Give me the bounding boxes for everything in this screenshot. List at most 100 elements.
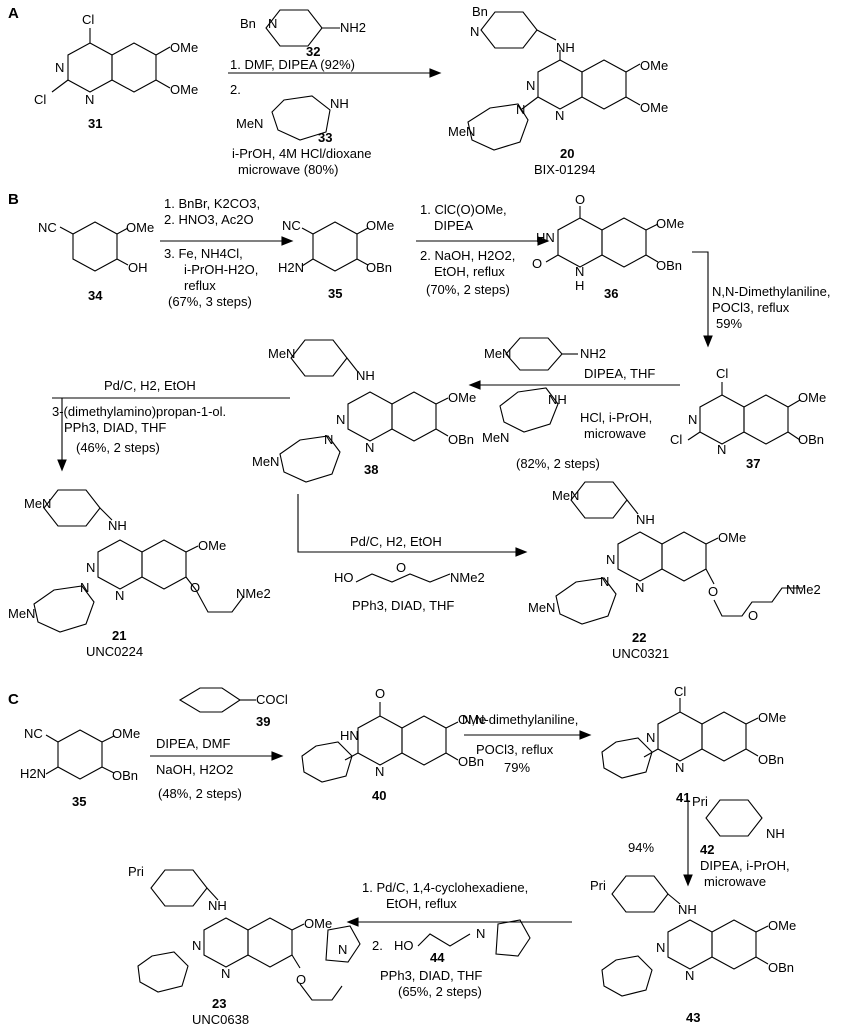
atom-n: N [85,92,95,107]
compound-number: 44 [430,950,445,965]
condition-a-step2b: i-PrOH, 4M HCl/dioxane [232,146,372,161]
condition-c2-2: POCl3, reflux [476,742,554,757]
atom-nh: NH [108,518,127,533]
atom-cl: Cl [34,92,47,107]
condition-b2-1: 1. ClC(O)OMe, [420,202,507,217]
atom-ome: OMe [656,216,685,231]
atom-ome: OMe [448,390,477,405]
condition-c1-2: NaOH, H2O2 [156,762,234,777]
atom-n: N [600,574,610,589]
atom-men: MeN [252,454,280,469]
atom-pri: Pri [590,878,606,893]
atom-o: O [375,686,386,701]
compound-name: BIX-01294 [534,162,596,177]
section-label-c: C [8,691,19,708]
compound-21-structure [33,489,245,633]
compound-36-structure [545,206,659,268]
compound-41-structure [601,698,759,779]
atom-obn: OBn [758,752,785,767]
condition-b6-1: Pd/C, H2, EtOH [350,534,442,549]
atom-n: N [192,938,202,953]
compound-number: 35 [72,794,87,809]
condition-b4-4: (82%, 2 steps) [516,456,600,471]
compound-number: 35 [328,286,343,301]
atom-nme2: NMe2 [786,582,821,597]
compound-number: 41 [676,790,691,805]
condition-c3-1: 94% [628,840,655,855]
atom-n: N [656,940,666,955]
atom-men: MeN [448,124,476,139]
atom-nh2: NH2 [580,346,607,361]
compound-35-structure [301,221,369,272]
atom-o: O [532,256,543,271]
atom-o: O [708,584,719,599]
compound-number: 20 [560,146,575,161]
condition-c2-3: 79% [504,760,531,775]
atom-n: N [646,730,656,745]
atom-ome: OMe [126,220,155,235]
atom-cl: Cl [670,432,683,447]
compound-number: 42 [700,842,715,857]
condition-b5-1: Pd/C, H2, EtOH [104,378,196,393]
condition-b2-2: DIPEA [434,218,474,233]
condition-c2-1: N,N-dimethylaniline, [462,712,579,727]
atom-cocl: COCl [256,692,288,707]
condition-c4-3: 2. [372,938,383,953]
atom-obn: OBn [656,258,683,273]
atom-nh: NH [330,96,349,111]
atom-obn: OBn [458,754,485,769]
condition-b2-3: 2. NaOH, H2O2, [420,248,516,263]
atom-nc: NC [282,218,301,233]
atom-cl: Cl [674,684,687,699]
atom-nh: NH [766,826,785,841]
condition-b3-2: POCl3, reflux [712,300,790,315]
condition-a-step1: 1. DMF, DIPEA (92%) [230,57,355,72]
atom-n: N [635,580,645,595]
atom-nh2: NH2 [340,20,367,35]
atom-ome: OMe [304,916,333,931]
atom-nc: NC [24,726,43,741]
condition-b1-5: reflux [184,278,216,293]
compound-23-structure [137,869,361,1001]
compound-name: UNC0224 [86,644,144,659]
atom-h2n: H2N [20,766,47,781]
atom-men: MeN [268,346,296,361]
atom-n: N [575,264,585,279]
condition-b4-3: microwave [584,426,647,441]
atom-n: N [336,412,346,427]
atom-nh: NH [556,40,575,55]
atom-nme2: NMe2 [236,586,271,601]
compound-31-structure [51,28,171,93]
atom-n: N [375,764,385,779]
atom-o: O [296,972,307,987]
compound-name: UNC0321 [612,646,670,661]
atom-oh: OH [128,260,148,275]
condition-c1-1: DIPEA, DMF [156,736,231,751]
atom-o: O [190,580,201,595]
condition-b5-3: PPh3, DIAD, THF [64,420,167,435]
condition-b1-1: 1. BnBr, K2CO3, [164,196,261,211]
compound-number: 37 [746,456,761,471]
atom-hn: HN [340,728,359,743]
atom-ome: OMe [458,712,487,727]
atom-nh: NH [636,512,655,527]
compound-number: 43 [686,1010,701,1025]
compound-number: 23 [212,996,227,1011]
atom-o: O [575,192,586,207]
atom-pri: Pri [692,794,708,809]
atom-obn: OBn [112,768,139,783]
condition-b1-3: 3. Fe, NH4Cl, [164,246,243,261]
atom-n: N [685,968,695,983]
atom-n: N [115,588,125,603]
atom-nh: NH [678,902,697,917]
compound-22-structure [555,481,802,625]
atom-obn: OBn [448,432,475,447]
compound-number: 34 [88,288,103,303]
compound-name: UNC0638 [192,1012,250,1027]
compound-number: 39 [256,714,271,729]
atom-ome: OMe [758,710,787,725]
atom-n: N [606,552,616,567]
atom-ome: OMe [198,538,227,553]
atom-nh: NH [548,392,567,407]
compound-34-structure [59,221,129,272]
